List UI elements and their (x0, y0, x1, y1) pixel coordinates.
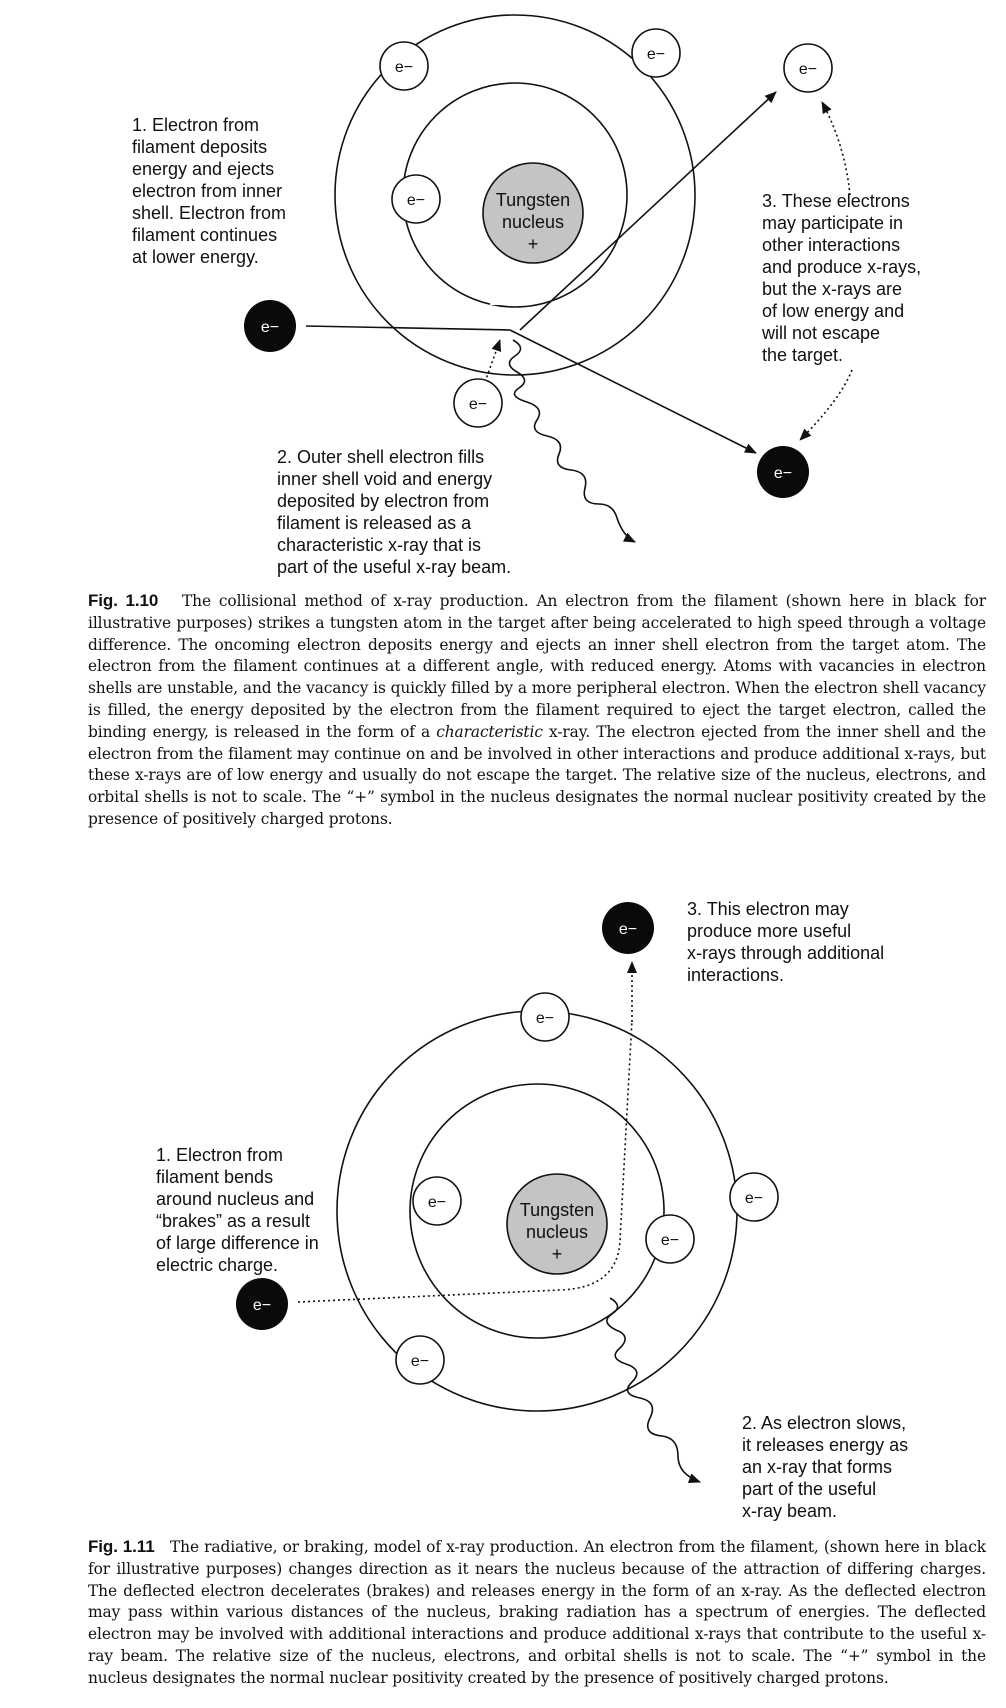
characteristic-xray-wave (509, 340, 635, 542)
electron-filament-incoming: e− (236, 1278, 288, 1330)
braking-xray-wave (607, 1298, 700, 1482)
nucleus-label-2: nucleus (526, 1222, 588, 1242)
electron-inner-left: e− (413, 1177, 461, 1225)
svg-text:e−: e− (661, 1232, 679, 1249)
svg-text:e−: e− (774, 465, 792, 482)
nucleus-sign: + (528, 234, 539, 254)
figure-1-11: Tungsten nucleus + e− e− e− e− e− (0, 862, 1006, 1522)
label-2: 2. As electron slows,it releases energy … (742, 1412, 908, 1522)
svg-text:e−: e− (407, 192, 425, 209)
dotted-arrow-down (800, 370, 852, 440)
nucleus-label-1: Tungsten (520, 1200, 594, 1220)
electron-ejected: e− (784, 44, 832, 92)
nucleus-sign: + (552, 1244, 563, 1264)
electron-outer-bottom: e− (454, 379, 502, 427)
fig-number: Fig. 1.11 (88, 1537, 155, 1556)
svg-text:e−: e− (799, 61, 817, 78)
svg-text:e−: e− (536, 1010, 554, 1027)
svg-text:e−: e− (261, 319, 279, 336)
svg-text:e−: e− (411, 1353, 429, 1370)
electron-outer-right: e− (730, 1173, 778, 1221)
dotted-arrow-up (822, 102, 850, 195)
caption-fig-1-10: Fig. 1.10 The collisional method of x-ra… (88, 590, 986, 831)
svg-text:e−: e− (647, 46, 665, 63)
electron-outer-1: e− (380, 42, 428, 90)
figure-1-10: Tungsten nucleus + e− e− e− e− (0, 0, 1006, 600)
electron-outer-top: e− (521, 993, 569, 1041)
svg-text:e−: e− (395, 59, 413, 76)
nucleus-label-2: nucleus (502, 212, 564, 232)
electron-filament-deflected: e− (602, 902, 654, 954)
electron-filament-deflected: e− (757, 446, 809, 498)
svg-text:e−: e− (619, 921, 637, 938)
svg-text:e−: e− (745, 1190, 763, 1207)
svg-text:e−: e− (428, 1194, 446, 1211)
svg-text:e−: e− (253, 1297, 271, 1314)
fill-path (485, 340, 500, 382)
deflected-path (510, 330, 756, 453)
electron-inner-left: e− (392, 175, 440, 223)
svg-text:e−: e− (469, 396, 487, 413)
electron-filament-incoming: e− (244, 300, 296, 352)
fig-number: Fig. 1.10 (88, 591, 158, 610)
electron-outer-2: e− (632, 29, 680, 77)
electron-inner-right: e− (646, 1215, 694, 1263)
incoming-path (306, 326, 510, 330)
nucleus-label-1: Tungsten (496, 190, 570, 210)
caption-fig-1-11: Fig. 1.11 The radiative, or braking, mod… (88, 1536, 986, 1690)
electron-outer-bottom-left: e− (396, 1336, 444, 1384)
